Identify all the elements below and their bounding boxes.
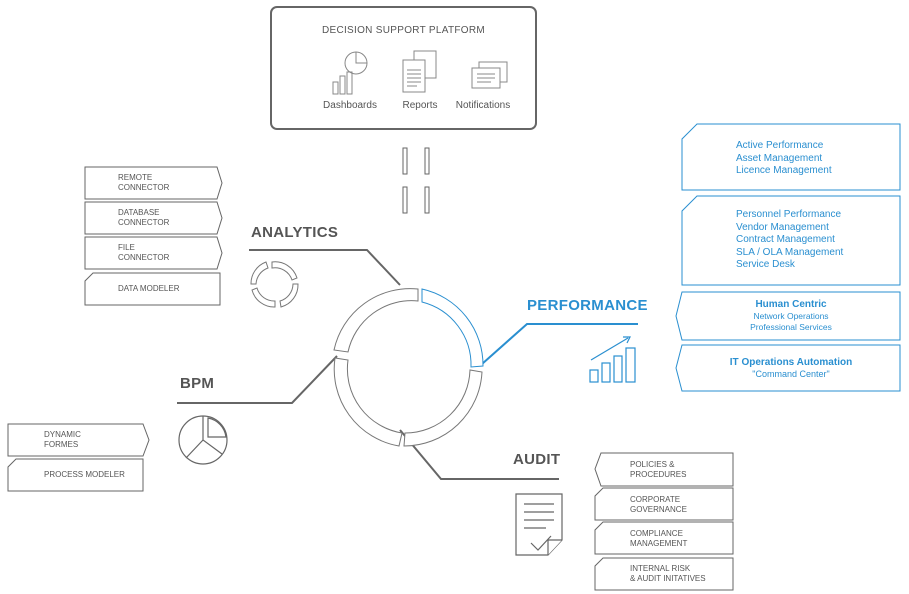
corporate-governance-label[interactable]: CORPORATE GOVERNANCE <box>630 495 687 514</box>
dashboards-icon <box>332 51 368 95</box>
performance-heading: PERFORMANCE <box>527 297 648 314</box>
database-connector-label[interactable]: DATABASE CONNECTOR <box>118 208 170 227</box>
pie-chart-icon <box>178 415 228 465</box>
perf-box2-line: Personnel Performance <box>736 209 842 220</box>
file-connector-label[interactable]: FILE CONNECTOR <box>118 243 170 262</box>
cycle-arrow-performance <box>421 288 484 368</box>
perf-box1[interactable]: Active Performance Asset Management Lice… <box>736 140 832 178</box>
perf-box2-line: SLA / OLA Management <box>736 246 844 258</box>
notifications-icon <box>471 61 508 89</box>
audit-boxes <box>594 452 734 591</box>
document-check-icon <box>515 493 563 556</box>
perf-box1-line: Licence Management <box>736 165 832 176</box>
analytics-heading: ANALYTICS <box>251 224 339 241</box>
analytics-boxes <box>84 166 223 306</box>
bpm-boxes <box>7 423 150 492</box>
connector-lines <box>177 249 559 480</box>
perf-box4[interactable]: IT Operations Automation "Command Center… <box>682 356 900 380</box>
policies-label[interactable]: POLICIES & PROCEDURES <box>630 460 687 479</box>
perf-box2-line: Vendor Management <box>736 221 829 233</box>
perf-box2-line: Service Desk <box>736 259 795 270</box>
perf-box1-line: Asset Management <box>736 152 823 164</box>
perf-box3-line: Professional Services <box>750 321 832 332</box>
dynamic-formes-label[interactable]: DYNAMIC FORMES <box>44 430 81 449</box>
remote-connector-label[interactable]: REMOTE CONNECTOR <box>118 173 170 192</box>
it-ops-title: IT Operations Automation <box>729 357 853 368</box>
performance-boxes <box>675 123 901 392</box>
dashboards-label[interactable]: Dashboards <box>323 100 377 111</box>
human-centric-title: Human Centric <box>755 299 827 310</box>
connector-bars <box>402 147 430 214</box>
recycle-icon <box>250 261 299 308</box>
bpm-heading: BPM <box>180 375 215 392</box>
reports-label[interactable]: Reports <box>402 100 438 111</box>
data-modeler-label[interactable]: DATA MODELER <box>118 284 180 293</box>
perf-box1-line: Active Performance <box>736 140 824 151</box>
process-modeler-label[interactable]: PROCESS MODELER <box>44 470 125 479</box>
command-center-label: "Command Center" <box>752 369 830 379</box>
cycle-arrows <box>333 288 483 447</box>
notifications-label[interactable]: Notifications <box>455 100 511 111</box>
perf-box2[interactable]: Personnel Performance Vendor Management … <box>736 209 843 272</box>
internal-risk-label[interactable]: INTERNAL RISK & AUDIT INITATIVES <box>630 564 706 583</box>
compliance-management-label[interactable]: COMPLIANCE MANAGEMENT <box>630 529 688 548</box>
bar-chart-icon <box>589 336 636 383</box>
platform-title: DECISION SUPPORT PLATFORM <box>321 25 486 36</box>
audit-heading: AUDIT <box>513 451 561 468</box>
reports-icon <box>402 50 437 93</box>
perf-box3-line: Network Operations <box>753 311 829 321</box>
perf-box3[interactable]: Human Centric Network Operations Profess… <box>682 298 900 332</box>
performance-line <box>481 323 638 365</box>
perf-box2-line: Contract Management <box>736 234 835 245</box>
